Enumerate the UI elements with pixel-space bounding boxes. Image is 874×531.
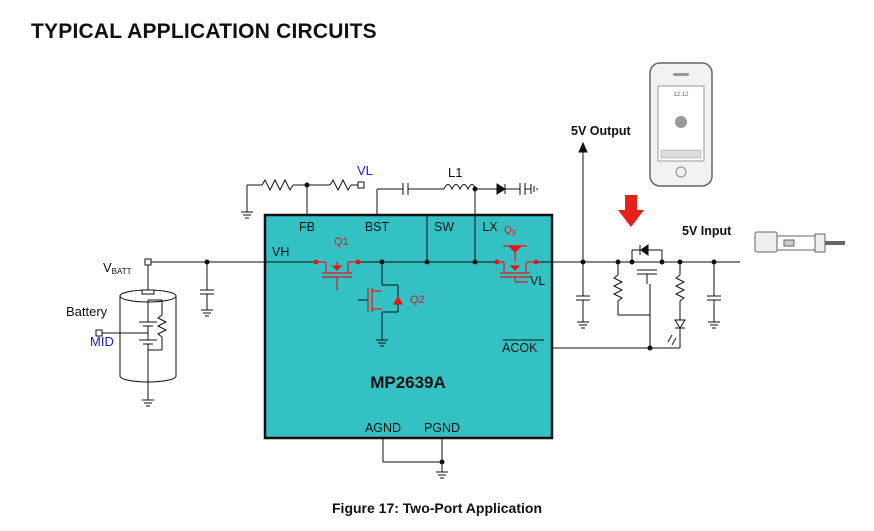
junction-dots: [204, 182, 717, 465]
transistor-q3: [497, 245, 536, 283]
q3-label: Q3: [504, 225, 516, 237]
section-heading: TYPICAL APPLICATION CIRCUITS: [31, 20, 377, 43]
pin-sw-label: SW: [434, 220, 454, 234]
pin-agnd-label: AGND: [365, 421, 401, 435]
vbatt-label: VBATT: [103, 260, 132, 276]
q1-label: Q1: [334, 236, 349, 248]
transistor-q1: [316, 261, 358, 290]
pin-fb-label: FB: [299, 220, 315, 234]
phone-time: 12:12: [673, 92, 689, 98]
smartphone-icon: 12:12: [649, 62, 713, 187]
pin-lx-label: LX: [482, 220, 498, 234]
inductor-l1-label: L1: [448, 165, 462, 180]
pin-vl-label: VL: [530, 274, 545, 288]
battery-label: Battery: [66, 304, 108, 319]
chip-name: MP2639A: [370, 373, 446, 392]
mid-label: MID: [90, 334, 114, 349]
pin-bst-label: BST: [365, 220, 390, 234]
usb-plug-icon: [754, 231, 845, 253]
input-5v-label: 5V Input: [682, 224, 732, 238]
figure-caption: Figure 17: Two-Port Application: [332, 500, 542, 516]
battery-cylinder: [119, 289, 177, 383]
transistor-q2: [367, 288, 404, 312]
external-wiring: [95, 141, 740, 479]
ic-chip-body: [263, 213, 554, 440]
pin-acok-label: ACOK: [502, 341, 538, 355]
vl-top-label: VL: [357, 163, 373, 178]
pin-vh-label: VH: [272, 245, 289, 259]
output-5v-label: 5V Output: [571, 124, 632, 138]
red-arrow-icon: [618, 195, 644, 227]
q2-label: Q2: [410, 294, 425, 306]
pin-pgnd-label: PGND: [424, 421, 460, 435]
